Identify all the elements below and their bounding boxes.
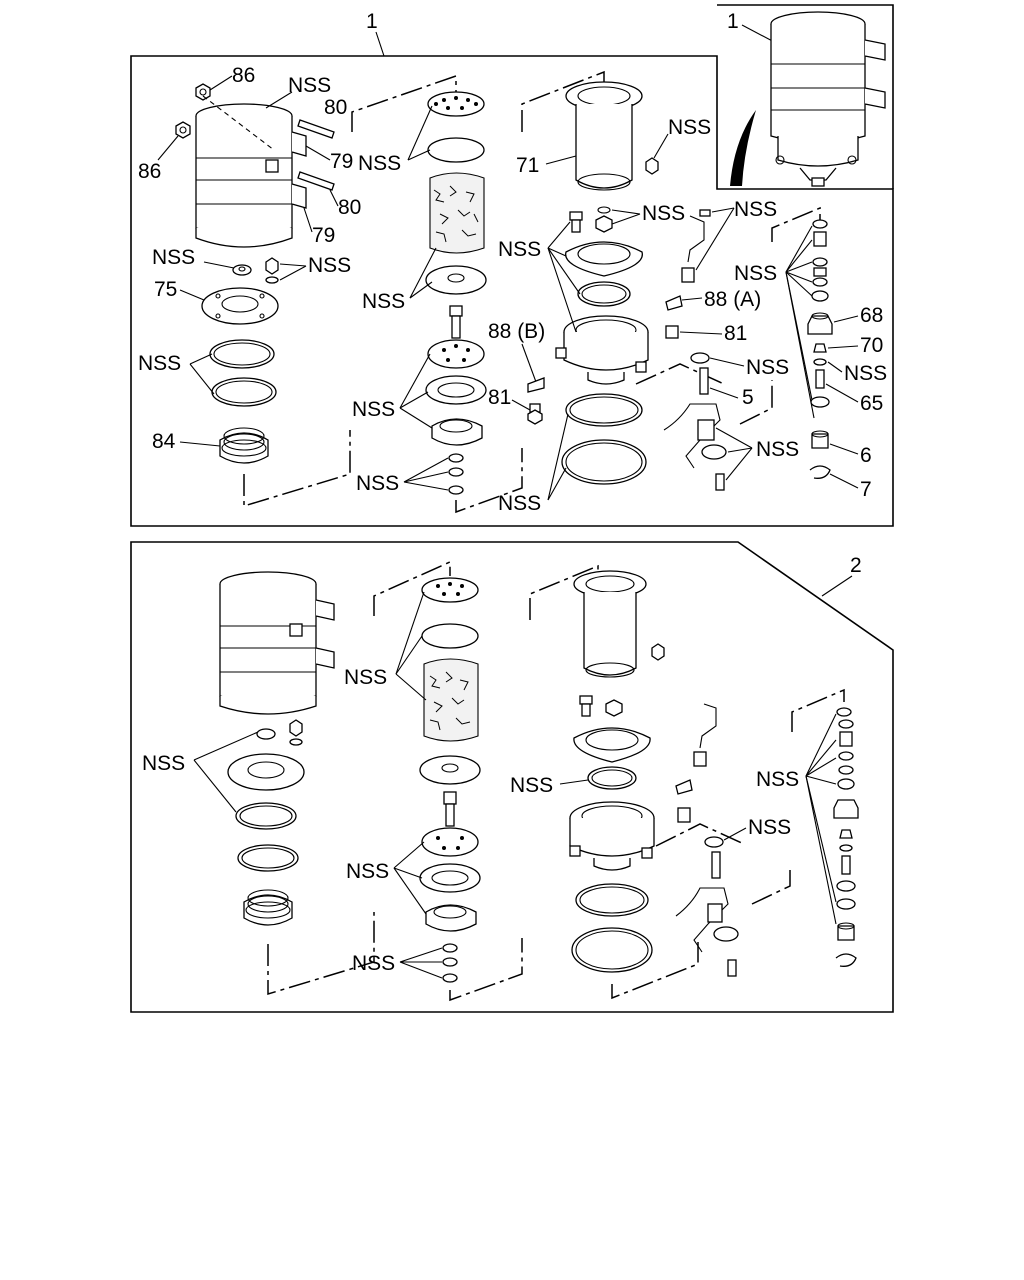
- label-nss-bolt: NSS: [642, 202, 685, 225]
- inset-callout-label: 1: [727, 10, 739, 33]
- label-nss-bottom-valve: NSS: [346, 860, 389, 883]
- label-81-a: 81: [724, 322, 747, 345]
- label-nss-washer5: NSS: [746, 356, 789, 379]
- label-nss-rings-left: NSS: [138, 352, 181, 375]
- inset-frame: [717, 4, 894, 189]
- bottom-filter-element-stack: NSS NSS NSS: [344, 560, 523, 1002]
- label-nss-bottom-washers: NSS: [352, 952, 395, 975]
- label-5: 5: [742, 386, 754, 409]
- label-65: 65: [860, 392, 883, 415]
- callout-1-top: 1: [366, 10, 385, 57]
- label-79-a: 79: [330, 150, 353, 173]
- label-nss-71: NSS: [668, 116, 711, 139]
- label-nss-body-rings: NSS: [498, 492, 541, 515]
- drain-fitting-stack: NSS 68 70 NSS 65 6 7: [734, 206, 887, 501]
- label-6: 6: [860, 444, 872, 467]
- label-80-b: 80: [338, 196, 361, 219]
- label-nss-heater: NSS: [756, 438, 799, 461]
- label-80-a: 80: [324, 96, 347, 119]
- label-71: 71: [516, 154, 539, 177]
- bottom-bowl-and-head: NSS: [510, 564, 699, 1000]
- label-nss-bottom-ring: NSS: [510, 774, 553, 797]
- label-86-a: 86: [232, 64, 255, 87]
- label-88a: 88 (A): [704, 288, 761, 311]
- bottom-filter-cap-assembly: NSS: [142, 571, 375, 996]
- bottom-drain-fitting-stack: NSS: [756, 688, 859, 967]
- label-75: 75: [154, 278, 177, 301]
- label-84: 84: [152, 430, 176, 453]
- callout-2-label: 2: [850, 554, 862, 577]
- label-nss-bottom-washer: NSS: [748, 816, 791, 839]
- label-nss-pipe: NSS: [734, 198, 777, 221]
- bottom-pipe-and-heater: NSS: [655, 703, 791, 977]
- label-nss-head: NSS: [498, 238, 541, 261]
- label-nss-valve: NSS: [352, 398, 395, 421]
- label-nss-bottom-plate: NSS: [142, 752, 185, 775]
- fasteners-88b-81: 88 (B) 81: [488, 320, 545, 425]
- label-nss-bottom-screen: NSS: [344, 666, 387, 689]
- label-68: 68: [860, 304, 883, 327]
- label-nss-screen: NSS: [358, 152, 401, 175]
- label-nss-element: NSS: [362, 290, 405, 313]
- label-7: 7: [860, 478, 872, 501]
- pipe-and-heater: NSS 88 (A) 81 NSS 5 NSS: [663, 198, 799, 491]
- label-nss-washer-left: NSS: [152, 246, 195, 269]
- filter-cap-assembly: 86 86 NSS 80 79 80 79 NSS NSS: [138, 64, 361, 508]
- inset-arrow: [730, 110, 756, 186]
- label-81-b: 81: [488, 386, 511, 409]
- label-nss-bottom-fit: NSS: [756, 768, 799, 791]
- label-88b: 88 (B): [488, 320, 545, 343]
- label-nss-cap: NSS: [288, 74, 331, 97]
- filter-element-stack: NSS NSS NSS: [351, 74, 523, 514]
- label-79-b: 79: [312, 224, 335, 247]
- label-86-b: 86: [138, 160, 161, 183]
- label-nss-fit: NSS: [734, 262, 777, 285]
- assembled-filter-inset: 1: [727, 10, 886, 187]
- bowl-and-head-assembly: 71 NSS NSS NSS NSS: [498, 70, 725, 515]
- bottom-panel-frame: [130, 541, 894, 1013]
- label-70: 70: [860, 334, 883, 357]
- label-nss-nut: NSS: [308, 254, 351, 277]
- callout-2: 2: [821, 554, 862, 597]
- callout-1-label: 1: [366, 10, 378, 33]
- label-nss-washers: NSS: [356, 472, 399, 495]
- label-nss-70: NSS: [844, 362, 887, 385]
